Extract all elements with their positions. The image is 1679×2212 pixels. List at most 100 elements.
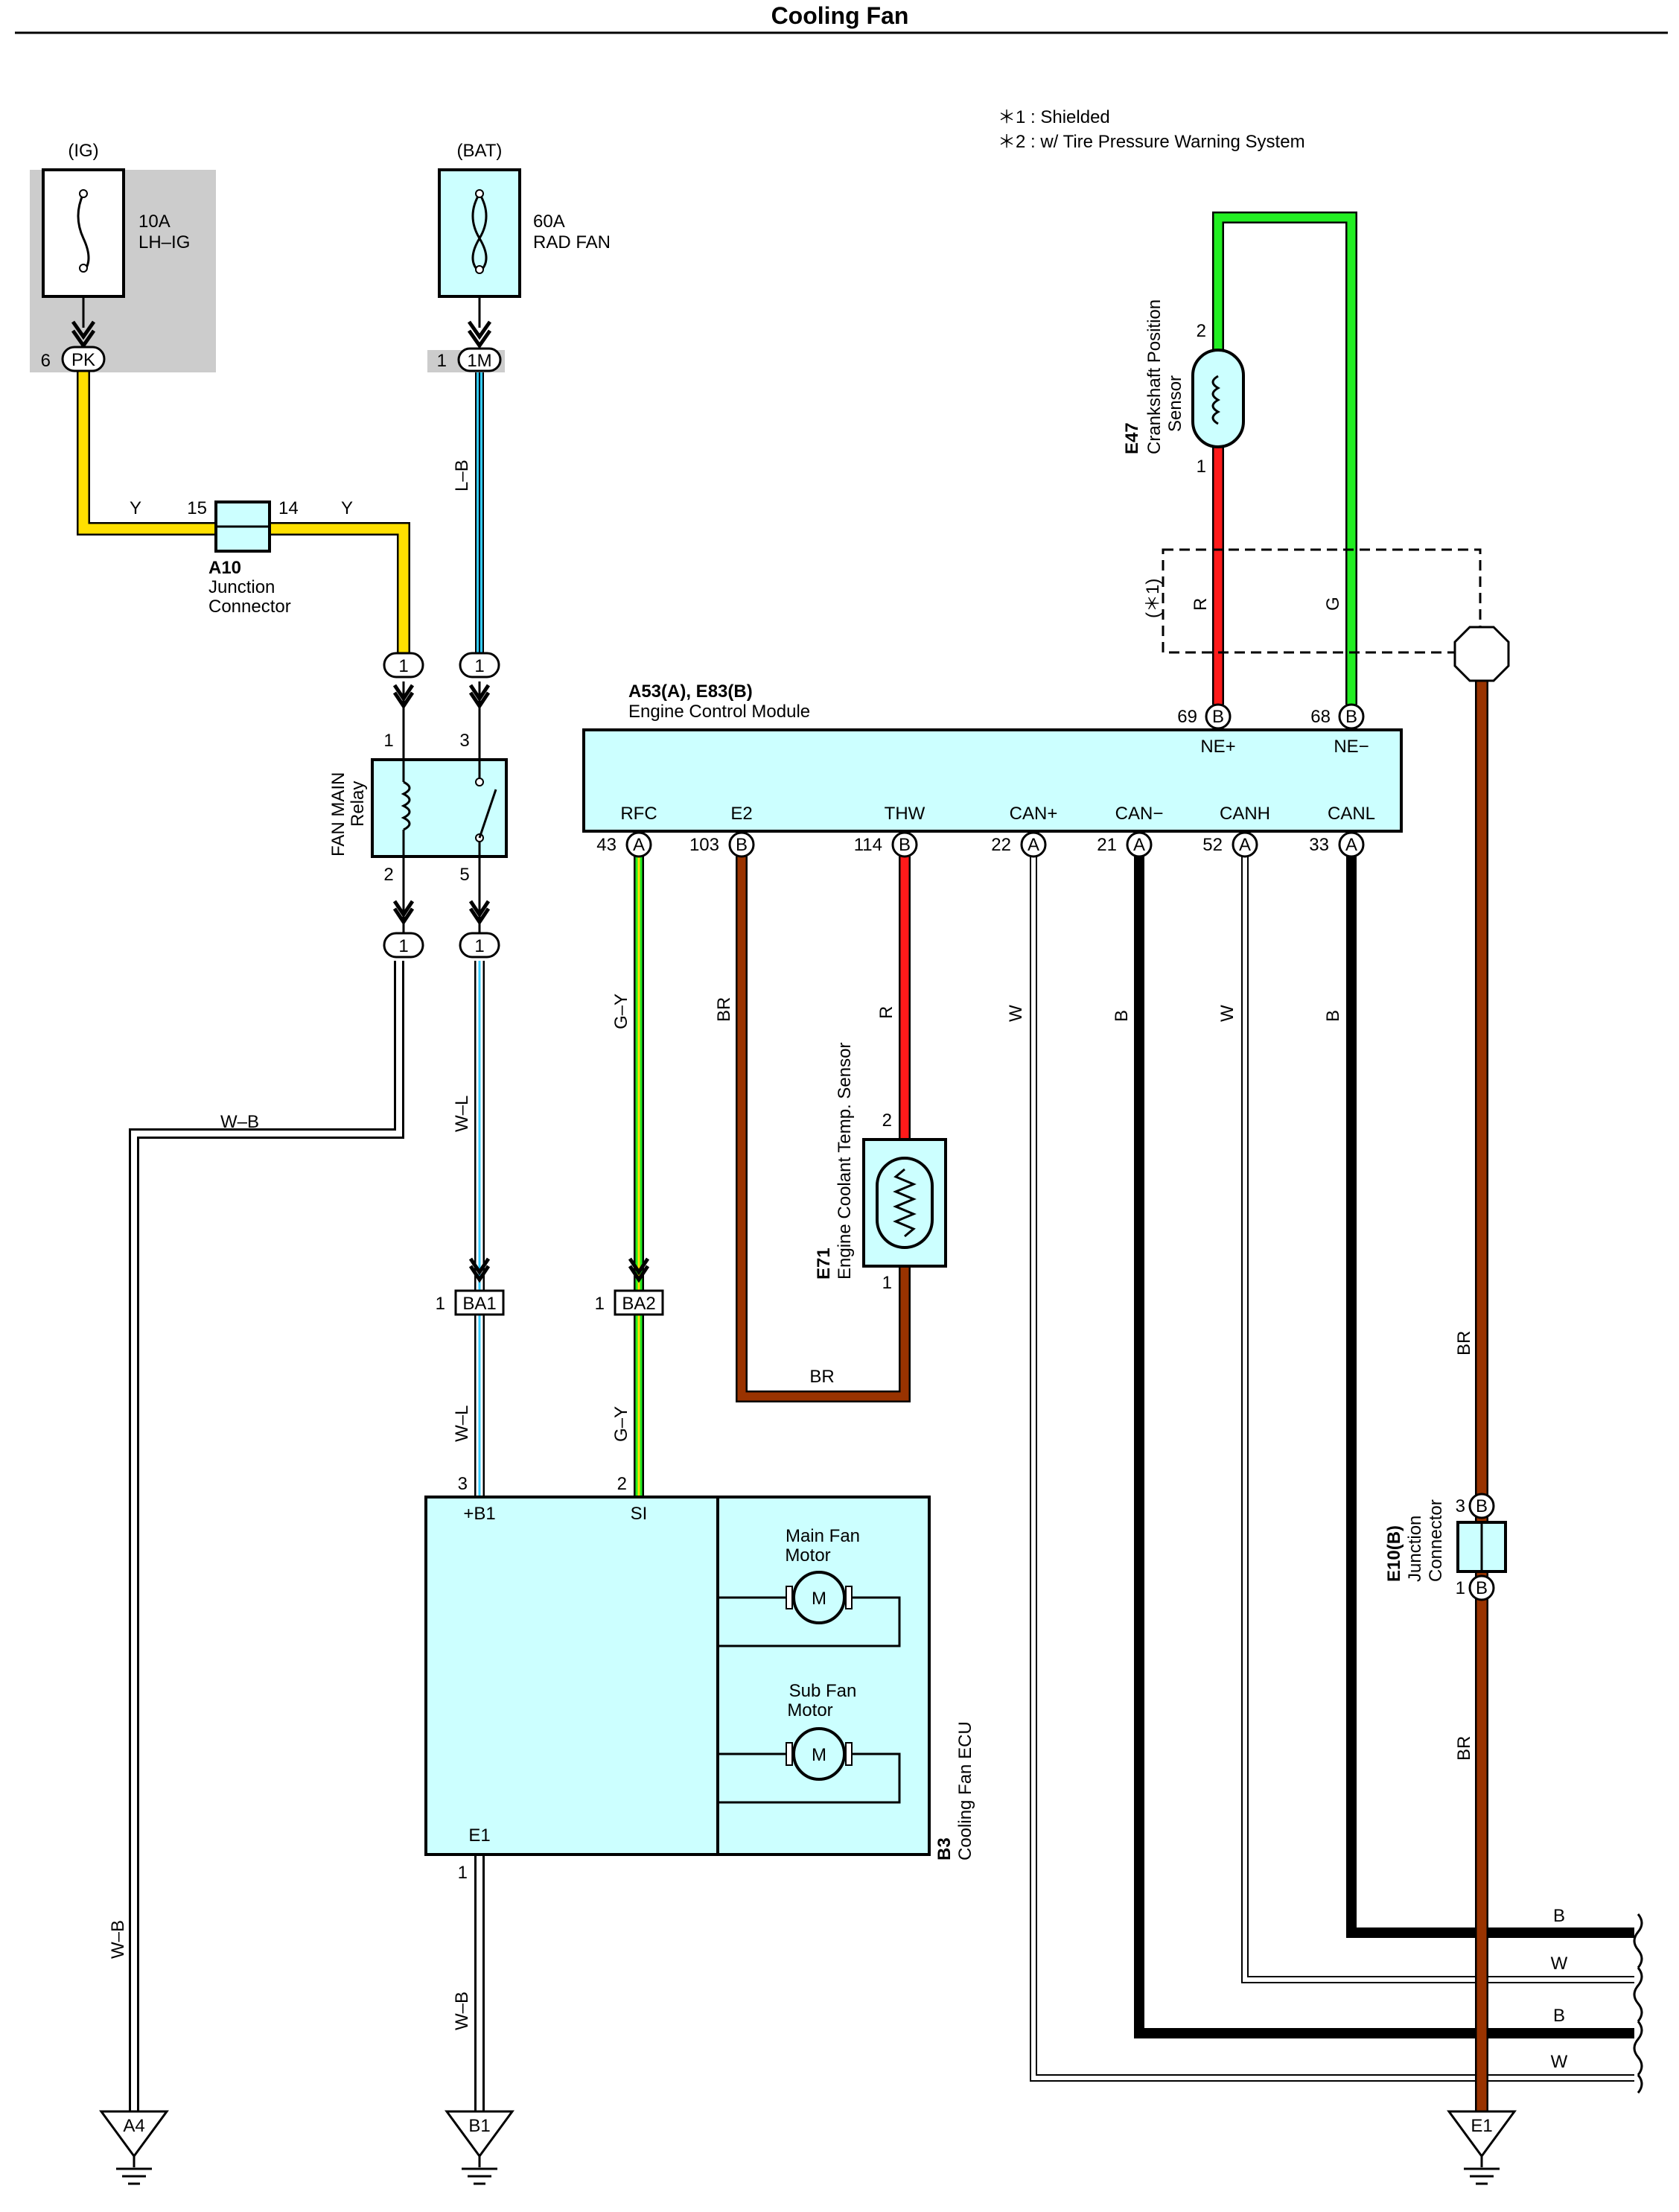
wire-label-gy1: G–Y [611, 994, 631, 1029]
e10-pin1-conn [1468, 1574, 1495, 1601]
ba1-box [454, 1289, 505, 1316]
bat-arrow-icon [467, 320, 492, 349]
ba-connectors: BA1 1 BA2 1 [436, 1257, 664, 1316]
wire-label-b-canm: B [1112, 1010, 1132, 1022]
b3-pin-si: SI [631, 1504, 648, 1524]
ig-arrow-icon [71, 320, 96, 349]
relay-box [371, 758, 508, 858]
wire-label-y2: Y [341, 498, 353, 518]
svg-text:1: 1 [398, 656, 408, 676]
ecm-pin-canp: CAN+ [1010, 804, 1058, 824]
ecm-pin-thw: THW [885, 804, 925, 824]
wire-label-wb-h: W–B [220, 1112, 259, 1132]
svg-text:B: B [899, 835, 911, 855]
wire-label-g-ne: G [1323, 597, 1343, 611]
crankshaft-position-sensor: 2 1 E47 Crankshaft Position Sensor [1122, 299, 1245, 477]
ecm-conn-thw [891, 831, 918, 858]
b3-pin-b1-num: 3 [458, 1474, 468, 1494]
svg-text:33: 33 [1309, 835, 1329, 855]
wire-label-r-thw: R [876, 1006, 896, 1019]
e10-pin3: 3 [1456, 1496, 1465, 1516]
svg-text:A: A [1239, 835, 1251, 855]
ecm-conn-canh [1232, 831, 1258, 858]
e71-pin2: 2 [882, 1110, 892, 1131]
wire-label-br-shield2: BR [1454, 1736, 1474, 1761]
ba2-arrow [628, 1257, 650, 1283]
relay-arrow-3a [468, 684, 491, 710]
wire-labels: Y Y L–B W–B W–B W–L W–L G–Y G–Y W–B BR B… [108, 460, 1568, 2072]
wire-label-b-canl: B [1323, 1010, 1343, 1022]
svg-text:B: B [1212, 707, 1224, 727]
a10-connector: 15 14 A10 Junction Connector [187, 498, 298, 617]
a10-name2: Connector [208, 597, 291, 617]
e10-pin3-conn [1468, 1493, 1495, 1519]
ecm-box [582, 728, 1403, 833]
svg-text:B: B [1476, 1578, 1488, 1598]
main-fan-label1: Main Fan [786, 1526, 860, 1546]
ig-fuse-name: LH–IG [138, 232, 190, 252]
e10-junction-connector: B B 3 1 E10(B) Junction Connector [1384, 1493, 1507, 1601]
ecm-conn-e2 [728, 831, 755, 858]
relay-conn-3a [459, 652, 500, 678]
wire-y-outline-b [270, 522, 410, 655]
wire-canp-outline [1030, 855, 1634, 2082]
ground-e1-icon [1447, 2110, 1517, 2158]
ground-b1: B1 [468, 2116, 490, 2136]
ecm-pin-ne-minus-num: 68 [1310, 707, 1331, 727]
note-1: ＊1 : Shielded [998, 107, 1110, 127]
ba2-num: 1 [595, 1294, 605, 1314]
ecm-conn-canp [1020, 831, 1047, 858]
fan-main-relay: 1 3 2 5 FAN MAIN Relay [328, 731, 508, 885]
main-fan-motor-icon [792, 1571, 846, 1624]
wire-label-wb-b1: W–B [452, 1992, 472, 2030]
svg-text:B: B [736, 835, 748, 855]
pk-label: PK [71, 350, 95, 370]
ba1-num: 1 [436, 1294, 445, 1314]
wire-wb [131, 961, 402, 2119]
wire-label-bus-b2: B [1553, 2006, 1565, 2026]
e71-name: Engine Coolant Temp. Sensor [835, 1043, 855, 1280]
wire-label-bus-w2: W [1551, 2052, 1568, 2072]
wire-label-br-bottom: BR [809, 1367, 834, 1387]
a10-id: A10 [208, 558, 241, 578]
b3-pin-b1: +B1 [463, 1504, 495, 1524]
wire-label-y1: Y [130, 498, 141, 518]
e71-resistor-icon [893, 1168, 917, 1238]
wire-label-br-e2: BR [714, 997, 734, 1022]
ground-a4: A4 [123, 2116, 144, 2136]
ig-pin: 6 [41, 351, 51, 371]
relay-arrow-5b [468, 900, 491, 926]
wire-label-br-shield1: BR [1454, 1331, 1474, 1356]
svg-text:B: B [1345, 707, 1357, 727]
relay-coil-icon [401, 781, 411, 831]
wire-label-wb-v: W–B [108, 1920, 128, 1959]
b3-box [424, 1496, 931, 1856]
relay-arrow-1a [392, 684, 415, 710]
ecm-pin-e2: E2 [730, 804, 752, 824]
relay-conn-5b [459, 932, 500, 959]
ground-b1-icon [445, 2110, 514, 2158]
ecm-name: Engine Control Module [628, 702, 810, 722]
ecm-conn-ne-plus [1205, 703, 1232, 730]
ig-fuse-box [42, 168, 125, 298]
e10-pin1: 1 [1456, 1578, 1465, 1598]
svg-text:A: A [1345, 835, 1357, 855]
wire-br-e2 [737, 855, 909, 1401]
wire-label-bus-b1: B [1553, 1906, 1565, 1926]
wire-y-a [78, 369, 216, 534]
b3-pin-e1: E1 [468, 1825, 490, 1846]
wire-canl [1346, 855, 1634, 1938]
bus-break-marks [1633, 1913, 1643, 2094]
bat-fuse-rating: 60A [533, 212, 565, 232]
svg-text:103: 103 [689, 835, 719, 855]
ecm-id: A53(A), E83(B) [628, 681, 753, 702]
ba1-label: BA1 [462, 1294, 496, 1314]
svg-text:A: A [1028, 835, 1039, 855]
ecm-pin-ne-plus-label: NE+ [1200, 737, 1235, 757]
ecm-pin-canh: CANH [1220, 804, 1270, 824]
ecm-pin-ne-plus-num: 69 [1177, 707, 1197, 727]
ecm-pin-rfc: RFC [620, 804, 657, 824]
e71-id: E71 [814, 1248, 834, 1280]
grounds: A4 B1 E1 [99, 2110, 1517, 2185]
relay-switch-icon [478, 789, 497, 839]
